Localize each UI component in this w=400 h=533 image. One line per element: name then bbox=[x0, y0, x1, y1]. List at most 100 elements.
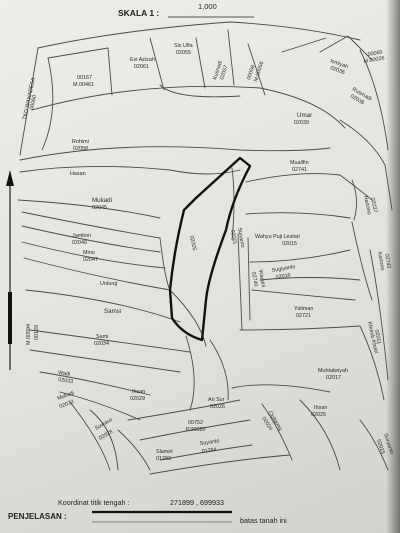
label-00752: 00752 bbox=[188, 420, 203, 426]
boundary-line bbox=[149, 454, 291, 475]
label-vertical-stack: 00060 bbox=[29, 94, 38, 110]
boundary-line bbox=[19, 146, 331, 161]
label-evi-no: 02061 bbox=[134, 64, 149, 70]
boundary-line bbox=[359, 49, 389, 151]
label-tr-b: M.00026 bbox=[363, 55, 385, 65]
sheet-edge-shadow bbox=[386, 0, 400, 533]
parcel-boundaries bbox=[17, 21, 393, 475]
label-right-edge-no: 02742 bbox=[383, 253, 392, 269]
boundary-line bbox=[299, 399, 341, 471]
boundary-line bbox=[247, 43, 266, 96]
boundary-line bbox=[149, 37, 165, 91]
label-sis-name: Sis Ulfa bbox=[174, 43, 193, 49]
boundary-line bbox=[29, 329, 191, 353]
label-mino-name: Mino bbox=[83, 250, 95, 256]
boundary-line bbox=[69, 401, 111, 471]
boundary-line bbox=[23, 257, 171, 291]
boundary-line bbox=[107, 47, 113, 96]
label-left-vertical-no: 00129 bbox=[34, 325, 40, 340]
boundary-line bbox=[41, 57, 54, 151]
label-hasan-name: Hasan bbox=[70, 171, 86, 177]
label-kusnadi-no: 02057 bbox=[219, 64, 229, 80]
label-slamet-no: 01293 bbox=[156, 456, 171, 462]
boundary-line bbox=[21, 211, 161, 239]
boundary-line bbox=[259, 277, 361, 281]
boundary-line bbox=[25, 289, 181, 323]
boundary-line bbox=[117, 429, 151, 471]
scale-label: SKALA 1 : bbox=[118, 8, 159, 18]
boundary-line bbox=[239, 325, 361, 331]
label-untung-name: Untung bbox=[100, 281, 117, 287]
boundary-line bbox=[127, 399, 241, 421]
boundary-line bbox=[159, 84, 241, 98]
coordinate-value: 271899 , 699933 bbox=[170, 498, 224, 507]
boundary-line bbox=[19, 47, 39, 156]
boundary-line bbox=[195, 37, 206, 89]
boundary-line bbox=[369, 249, 389, 381]
boundary-line bbox=[281, 37, 327, 53]
boundary-line bbox=[249, 249, 351, 263]
label-rohimi-name: Rohimi bbox=[72, 139, 89, 145]
label-jambon-no: 02046 bbox=[72, 240, 87, 246]
label-ihsan2-no: 02025 bbox=[311, 412, 326, 418]
label-wahyu-name: Wahyu Puji Lestari bbox=[255, 234, 300, 240]
label-umar-no: 02039 bbox=[294, 120, 309, 126]
label-muhtalwiyah-name: Muhtalwiyah bbox=[318, 368, 348, 374]
label-sunanto-name: Sunanto bbox=[236, 227, 245, 248]
label-muhtalwiyah-no: 02017 bbox=[326, 375, 341, 381]
label-hartono-name: Hartono bbox=[362, 195, 372, 215]
boundary-line bbox=[351, 179, 357, 221]
label-arisur-name: Ari Sur bbox=[208, 397, 225, 403]
label-samsi-name: Samsi bbox=[104, 308, 121, 315]
label-yatiman-name: Yatiman bbox=[294, 306, 313, 312]
label-arisur-no: 02026 bbox=[210, 404, 225, 410]
boundary-line bbox=[31, 85, 346, 129]
north-arrow bbox=[6, 170, 14, 370]
boundary-line bbox=[227, 29, 235, 86]
label-m00461: M.00461 bbox=[73, 82, 94, 88]
label-hartono-no: 02037 bbox=[369, 197, 378, 213]
label-evi-name: Evi Azizah bbox=[130, 57, 155, 63]
boundary-line bbox=[17, 199, 161, 219]
label-sunanto-no: 02001 bbox=[229, 229, 238, 245]
boundary-line bbox=[359, 325, 385, 401]
boundary-line bbox=[237, 233, 243, 331]
boundary-line bbox=[261, 403, 293, 461]
label-p00020: P.00020 bbox=[186, 427, 205, 433]
label-ihsan-no: 02029 bbox=[130, 396, 145, 402]
subject-parcel-boundary bbox=[168, 156, 252, 342]
label-suryanto-no: 02015 bbox=[375, 439, 385, 455]
boundary-line bbox=[247, 237, 251, 321]
boundary-line bbox=[185, 335, 195, 411]
label-mino-no: 02047 bbox=[83, 257, 98, 263]
label-rohimi-no: 02058 bbox=[73, 146, 88, 152]
label-00167: 00167 bbox=[77, 75, 92, 81]
label-sami-name: Sami bbox=[96, 334, 108, 340]
label-top-a: 00058 bbox=[246, 64, 256, 80]
label-ismiyah-name: Ismiyah bbox=[329, 58, 349, 70]
boundary-line bbox=[245, 173, 373, 201]
boundary-line bbox=[339, 119, 393, 211]
boundary-line bbox=[209, 339, 229, 401]
label-wadi-no: 02033 bbox=[58, 377, 74, 385]
boundary-line bbox=[231, 384, 331, 393]
label-sugiyanto-name: Sugiyanto bbox=[271, 264, 296, 274]
boundary-line bbox=[39, 371, 151, 396]
boundary-line bbox=[245, 212, 351, 219]
boundary-line bbox=[29, 349, 181, 373]
legend-text: batas tanah ini bbox=[240, 516, 287, 525]
label-mukadi2-name: Mukadi bbox=[57, 390, 75, 402]
label-mukadi-no: 02045 bbox=[92, 205, 107, 211]
label-sis-no: 02055 bbox=[176, 50, 191, 56]
label-sugiyanto-no: 02016 bbox=[275, 272, 291, 281]
boundary-line bbox=[319, 35, 373, 61]
boundary-line bbox=[251, 289, 356, 301]
label-ismiyah-no: 02036 bbox=[329, 65, 345, 76]
boundary-line bbox=[351, 221, 373, 301]
label-warsini-name: Warsini bbox=[257, 269, 266, 288]
label-right-edge-name: Kartono bbox=[376, 251, 385, 271]
label-muallfin-no: 02741 bbox=[292, 167, 307, 173]
boundary-line bbox=[19, 165, 241, 175]
